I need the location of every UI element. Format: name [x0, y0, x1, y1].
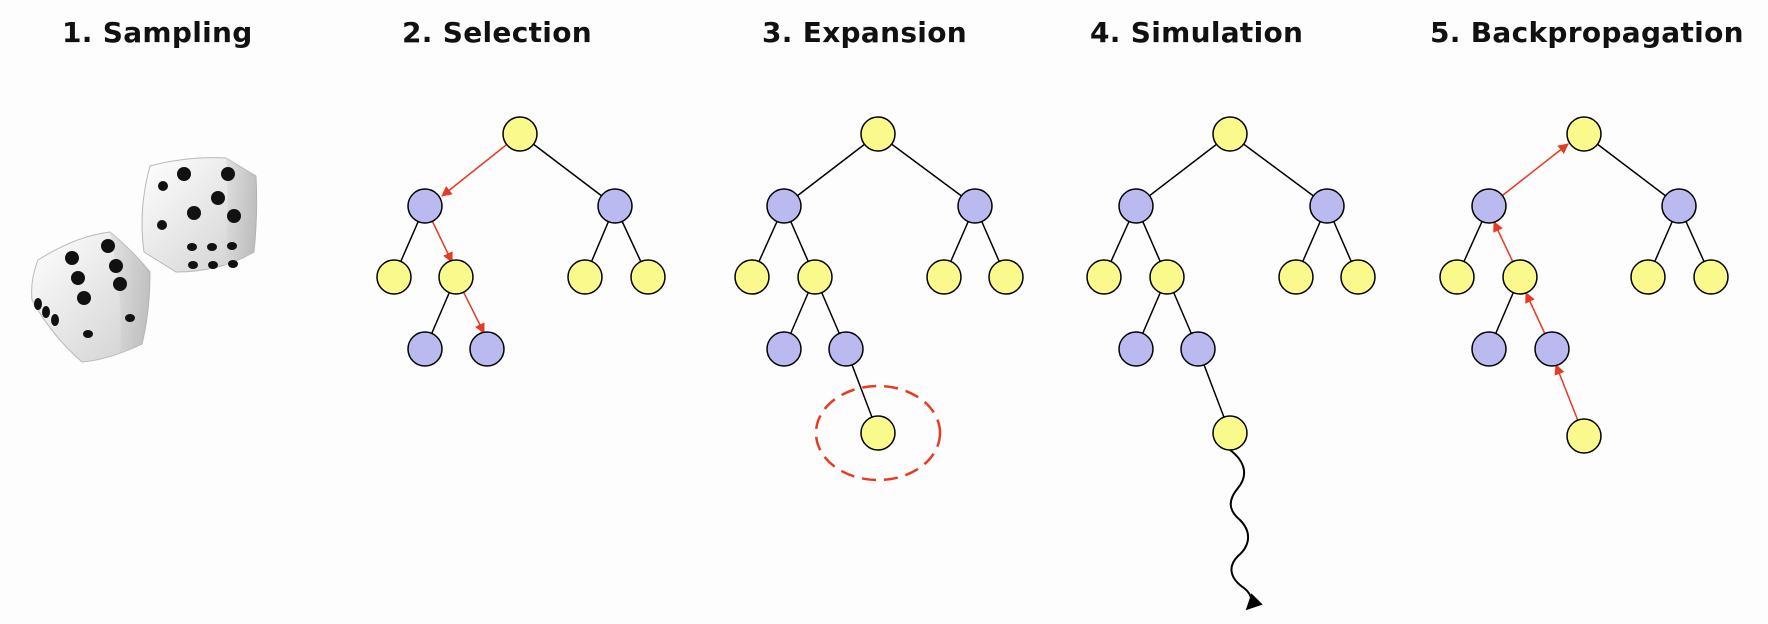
selection-tree [376, 116, 666, 367]
panel-title-sampling: 1. Sampling [62, 16, 253, 49]
simulation-tree [1086, 116, 1376, 611]
panel-title-simulation: 4. Simulation [1090, 16, 1304, 49]
panel-title-backpropagation: 5. Backpropagation [1430, 16, 1744, 49]
die-back [141, 157, 258, 273]
panel-title-expansion: 3. Expansion [762, 16, 967, 49]
dice-illustration [31, 157, 258, 363]
die-front [31, 231, 151, 363]
rollout-squiggle-arrow [1229, 449, 1263, 611]
backpropagation-tree [1439, 116, 1729, 454]
expansion-tree [734, 116, 1024, 482]
panel-title-selection: 2. Selection [402, 16, 592, 49]
expansion-highlight-ring [814, 384, 942, 482]
